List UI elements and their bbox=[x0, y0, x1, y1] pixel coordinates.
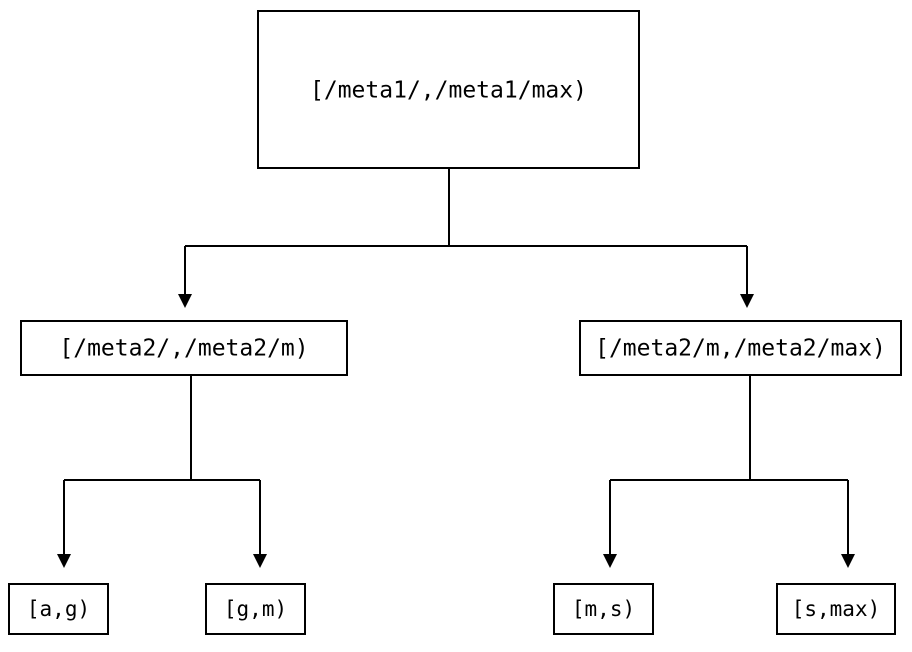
node-leaf-a-g[interactable]: [a,g) bbox=[8, 583, 109, 635]
node-leaf-s-max-box[interactable] bbox=[776, 583, 896, 635]
node-root[interactable]: [/meta1/,/meta1/max) bbox=[257, 10, 640, 169]
node-mid-right-box[interactable] bbox=[579, 320, 902, 376]
node-root-label: [/meta1/,/meta1/max) bbox=[310, 78, 587, 104]
arrowhead-mid-right-icon bbox=[740, 294, 754, 308]
arrowhead-leaf-ms-icon bbox=[603, 554, 617, 568]
node-leaf-m-s-label: [m,s) bbox=[572, 597, 635, 621]
node-mid-left[interactable]: [/meta2/,/meta2/m) bbox=[20, 320, 348, 376]
edge-group-root-to-mid bbox=[178, 168, 754, 308]
arrowhead-mid-left-icon bbox=[178, 294, 192, 308]
node-mid-right[interactable]: [/meta2/m,/meta2/max) bbox=[579, 320, 902, 376]
node-leaf-s-max-label: [s,max) bbox=[792, 597, 881, 621]
node-root-box[interactable] bbox=[257, 10, 640, 169]
arrowhead-leaf-smax-icon bbox=[841, 554, 855, 568]
node-leaf-a-g-box[interactable] bbox=[8, 583, 109, 635]
node-mid-left-box[interactable] bbox=[20, 320, 348, 376]
node-leaf-g-m-box[interactable] bbox=[205, 583, 306, 635]
node-leaf-m-s-box[interactable] bbox=[553, 583, 654, 635]
arrowhead-leaf-ag-icon bbox=[57, 554, 71, 568]
edge-group-mid-left-to-leaves bbox=[57, 375, 267, 568]
node-mid-left-label: [/meta2/,/meta2/m) bbox=[59, 336, 308, 362]
node-leaf-s-max[interactable]: [s,max) bbox=[776, 583, 896, 635]
node-mid-right-label: [/meta2/m,/meta2/max) bbox=[595, 336, 886, 362]
node-leaf-a-g-label: [a,g) bbox=[27, 597, 90, 621]
node-leaf-g-m[interactable]: [g,m) bbox=[205, 583, 306, 635]
arrowhead-leaf-gm-icon bbox=[253, 554, 267, 568]
node-leaf-m-s[interactable]: [m,s) bbox=[553, 583, 654, 635]
node-leaf-g-m-label: [g,m) bbox=[224, 597, 287, 621]
edge-group-mid-right-to-leaves bbox=[603, 375, 855, 568]
